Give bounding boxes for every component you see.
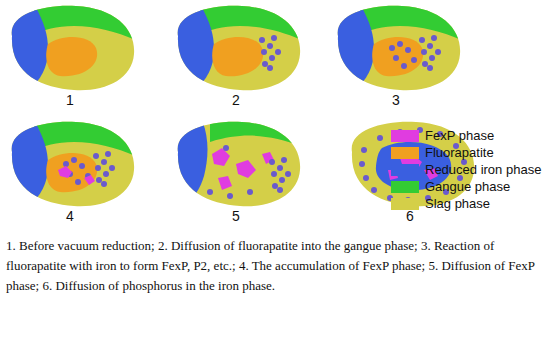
callout-number: 5 <box>232 208 240 224</box>
legend-swatch <box>391 181 419 193</box>
figure-caption: 1. Before vacuum reduction; 2. Diffusion… <box>6 236 542 296</box>
legend-text: Gangue phase <box>425 179 510 194</box>
callout-number: 2 <box>232 92 240 108</box>
callout-number: 4 <box>66 208 74 224</box>
legend-swatch <box>391 198 419 210</box>
legend-text: Slag phase <box>425 196 490 211</box>
legend-swatch <box>391 164 419 176</box>
callout-number: 6 <box>406 208 414 224</box>
legend-swatch <box>391 130 419 142</box>
legend-text: Reduced iron phase <box>425 162 541 177</box>
legend-swatch <box>391 147 419 159</box>
legend-text: Fluorapatite <box>425 145 494 160</box>
callout-number: 1 <box>66 92 74 108</box>
legend-text: FexP phase <box>425 128 494 143</box>
callout-number: 3 <box>392 92 400 108</box>
